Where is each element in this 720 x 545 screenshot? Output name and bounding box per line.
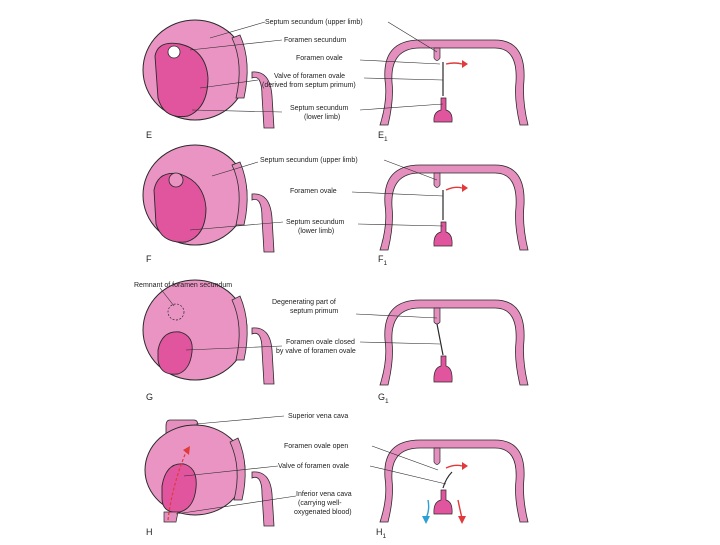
panel-g-atrium [143, 280, 247, 380]
panel-h1-valve [443, 472, 452, 488]
panel-f-label: F [146, 254, 152, 264]
panel-e-heart [143, 20, 274, 128]
panel-f1-flow-arrow [446, 187, 462, 190]
panel-g1-septum-upper [434, 308, 440, 324]
panel-g-vessel [252, 328, 274, 384]
panel-e-label: E [146, 130, 152, 140]
panel-g1-septum-lower [434, 356, 452, 382]
panel-f1-section [380, 165, 528, 250]
label-e-septum-lower-line2: (lower limb) [304, 114, 340, 121]
panel-g1-label: G1 [378, 392, 389, 405]
panel-g-heart [143, 280, 274, 384]
label-g-degenerating-line2: septum primum [290, 308, 338, 315]
panel-f1-septum-upper [434, 173, 440, 188]
panel-e1-section [380, 40, 528, 125]
label-f-septum-lower-line2: (lower limb) [298, 228, 334, 235]
panel-h1-atrial-wall [380, 440, 528, 522]
panel-f1-atrial-wall [380, 165, 528, 250]
label-f-septum-secundum-upper: Septum secundum (upper limb) [260, 157, 358, 164]
label-e-valve-line2: (derived from septum primum) [262, 82, 356, 89]
panel-f1-label: F1 [378, 254, 388, 267]
panel-h1-red-down-arrowhead [458, 516, 466, 524]
panel-f-foramen-ring [169, 173, 183, 187]
panel-g1-atrial-wall [380, 300, 528, 385]
panel-e1-label: E1 [378, 130, 388, 143]
label-g-degenerating-line1: Degenerating part of [272, 299, 336, 306]
panel-g1-valve [437, 324, 443, 355]
label-h-ivc-line2: (carrying well- [298, 500, 342, 507]
panel-e1-flow-arrow [446, 63, 462, 64]
panel-f1-arrowhead [462, 184, 468, 192]
label-e-foramen-secundum: Foramen secundum [284, 37, 346, 44]
panel-h1-septum-upper [434, 448, 440, 465]
label-f-foramen-ovale: Foramen ovale [290, 188, 337, 195]
panel-g1-leader-lines [356, 314, 440, 344]
panel-h-label: H [146, 527, 153, 537]
panel-h1-septum-lower [434, 490, 452, 514]
panel-g-valve [158, 332, 192, 374]
label-e-septum-lower-line1: Septum secundum [290, 105, 349, 112]
panel-h-ivc [164, 512, 178, 522]
label-e-foramen-ovale: Foramen ovale [296, 55, 343, 62]
panel-h1-blue-arrowhead [422, 516, 430, 524]
panel-e1-atrial-wall [380, 40, 528, 125]
label-g-remnant: Remnant of foramen secundum [134, 282, 232, 289]
label-h-ivc-line1: Inferior vena cava [296, 491, 352, 498]
panel-e1-arrowhead [462, 60, 468, 68]
panel-h-atrium [145, 425, 245, 515]
label-h-valve: Valve of foramen ovale [278, 463, 349, 470]
panel-e-foramen-secundum-hole [168, 46, 180, 58]
panel-e1-leader-lines [360, 22, 443, 110]
label-e-valve-line1: Valve of foramen ovale [274, 73, 345, 80]
panel-h1-label: H1 [376, 527, 387, 540]
label-h-foramen-open: Foramen ovale open [284, 443, 348, 450]
panel-h1-flow-arrowhead [462, 462, 468, 470]
label-f-septum-lower-line1: Septum secundum [286, 219, 345, 226]
panel-h-vessel [252, 472, 274, 526]
label-e-septum-secundum-upper: Septum secundum (upper limb) [265, 19, 363, 26]
label-h-svc: Superior vena cava [288, 413, 348, 420]
panel-h1-section [380, 440, 528, 524]
panel-e1-septum-upper [434, 48, 440, 61]
panel-h1-flow-arrow [446, 465, 462, 468]
panel-h1-blue-arrow [426, 500, 429, 518]
label-h-ivc-line3: oxygenated blood) [294, 509, 352, 516]
panel-f-heart [143, 145, 274, 252]
panel-g1-section [380, 300, 528, 385]
panel-e1-septum-lower [434, 98, 452, 122]
panel-h1-red-down-arrow [458, 500, 462, 518]
label-g-closed-line2: by valve of foramen ovale [276, 348, 356, 355]
label-g-closed-line1: Foramen ovale closed [286, 339, 355, 346]
panel-g-label: G [146, 392, 153, 402]
